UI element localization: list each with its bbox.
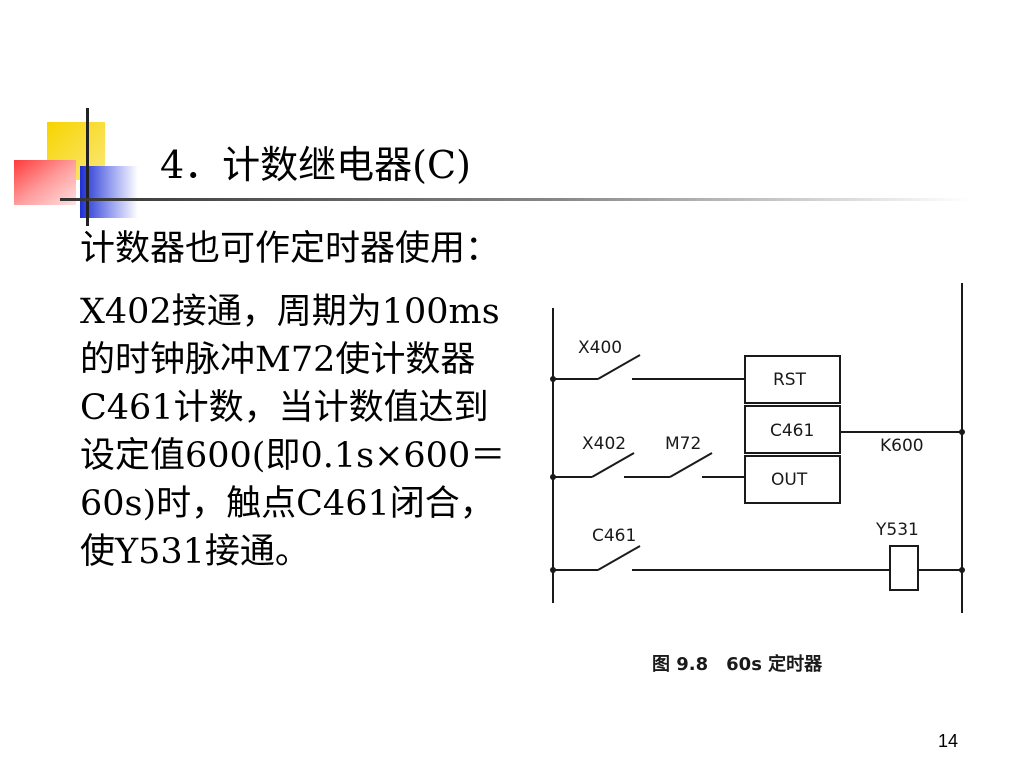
paragraph-intro: 计数器也可作定时器使用：: [80, 229, 501, 269]
slide-title: 4．计数继电器(C): [160, 143, 471, 187]
x402-contact-blade: [591, 452, 635, 478]
body-text: 计数器也可作定时器使用： X402接通，周期为100ms的时钟脉冲M72使计数器…: [80, 225, 510, 591]
junction-y531: [959, 567, 965, 573]
deco-blue-square: [80, 166, 138, 218]
junction-counter: [959, 429, 965, 435]
y531-coil: [889, 545, 919, 591]
junction-rung3: [550, 567, 556, 573]
page-number: 14: [938, 731, 959, 751]
deco-red-square: [14, 160, 76, 205]
label-k600: K600: [880, 436, 924, 456]
c461-contact-blade: [597, 545, 641, 571]
label-m72: M72: [665, 434, 701, 454]
out-box: [744, 455, 841, 504]
label-rst: RST: [773, 370, 807, 390]
junction-rung2: [550, 474, 556, 480]
label-y531: Y531: [875, 520, 919, 540]
m72-contact-blade: [669, 452, 713, 478]
rst-box: [744, 355, 841, 404]
label-x402: X402: [582, 434, 626, 454]
c461-box: [744, 405, 841, 454]
label-c461-box: C461: [770, 421, 814, 441]
paragraph-description: X402接通，周期为100ms的时钟脉冲M72使计数器C461计数，当计数值达到…: [80, 292, 506, 572]
junction-rung1: [550, 376, 556, 382]
ladder-diagram: X400 X402 M72 C461 RST C461 OUT K600 Y53…: [550, 283, 965, 675]
label-c461-contact: C461: [592, 526, 636, 546]
title-divider: [60, 198, 970, 201]
deco-vertical-line: [86, 108, 89, 226]
diagram-caption: 图 9.8 60s 定时器: [652, 653, 823, 675]
label-x400: X400: [578, 338, 622, 358]
label-out: OUT: [771, 470, 808, 490]
x400-contact-blade: [597, 354, 641, 380]
